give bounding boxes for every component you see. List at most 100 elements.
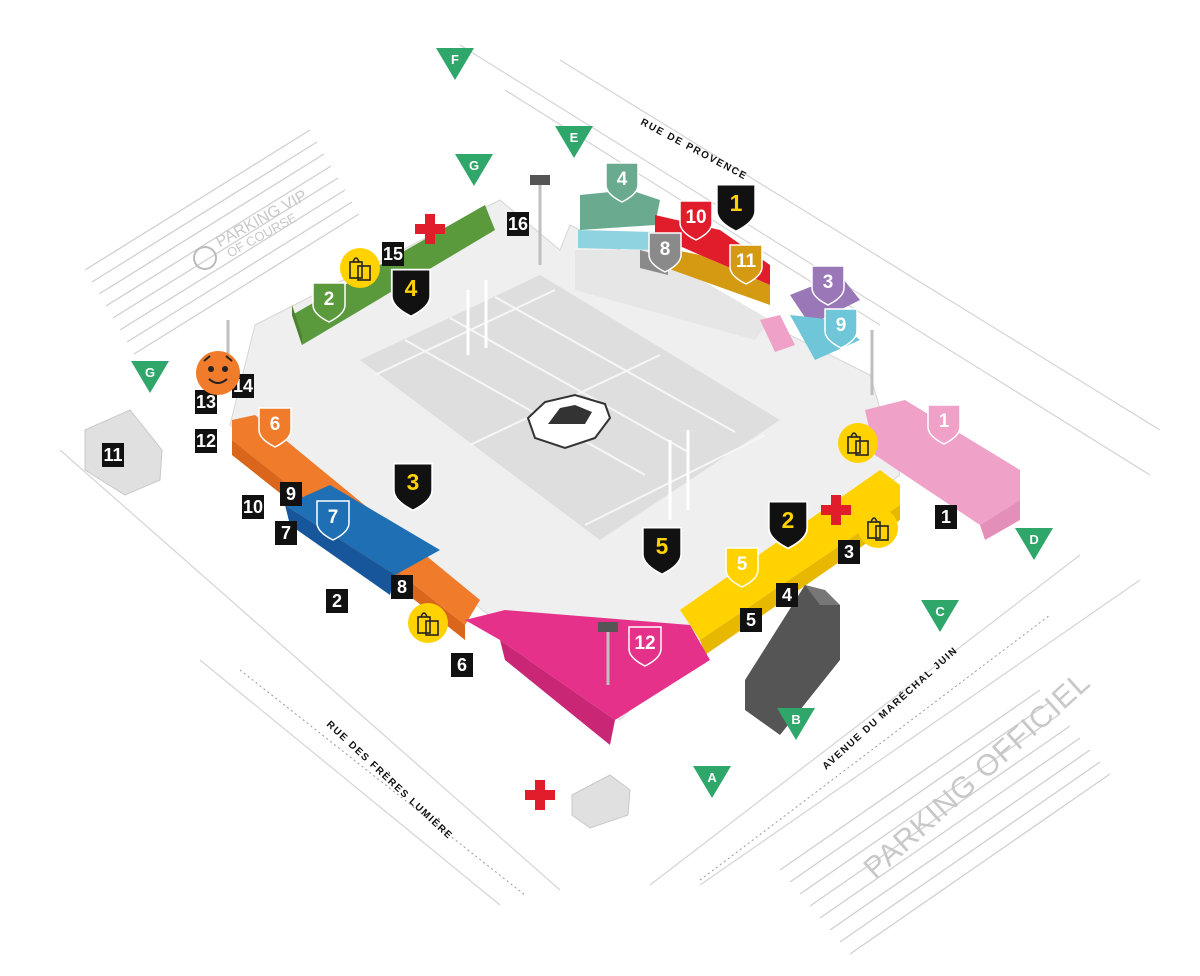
pitch-lines [374,289,766,526]
access-number-14: 4 [776,583,798,607]
gate-label: G [469,158,479,173]
building-dark-top [805,585,840,605]
access-number-label: 3 [844,542,854,562]
shop-bag-icon [408,603,448,643]
stand-pin-8[interactable]: 2 [767,500,809,550]
stand-pin-label: 5 [656,533,669,559]
stand-pin-label: 2 [324,289,335,310]
official-parking-stripes [779,689,1111,955]
gate-e-icon[interactable]: E [555,126,593,158]
access-number-label: 13 [196,392,216,412]
access-number-5: 11 [102,443,124,467]
stand-pin-10[interactable]: 5 [641,526,683,576]
stand-pin-label: 2 [782,507,795,533]
access-number-label: 6 [457,655,467,675]
stand-pin-16[interactable]: 4 [390,268,432,318]
access-number-0: 16 [507,212,529,236]
road-dotted-lines [239,614,1051,896]
stand-pin-label: 5 [737,554,748,575]
stand-magenta-side [500,640,615,745]
building-south [571,774,631,829]
access-number-10: 8 [391,575,413,599]
shop-bag-icon [858,508,898,548]
gate-b-icon[interactable]: B [777,708,815,740]
stand-pin-14[interactable]: 7 [316,500,350,541]
access-number-7: 9 [280,482,302,506]
gate-c-icon[interactable]: C [921,600,959,632]
gate-g-left-icon[interactable]: G [131,361,169,393]
stand-pin-9[interactable]: 5 [725,547,759,588]
shop-bag-icon [340,248,380,288]
stand-pin-label: 9 [836,315,847,336]
stand-pin-15[interactable]: 2 [312,282,346,323]
shop-bag-icon [838,423,878,463]
vip-parking-label: PARKING VIP OF COURSE [193,187,310,270]
gate-label: F [451,52,459,67]
stand-pin-label: 7 [328,507,339,528]
access-number-9: 2 [326,589,348,613]
gate-label: A [707,770,717,785]
stand-pin-6[interactable]: 9 [824,308,858,349]
stand-pin-13[interactable]: 6 [258,407,292,448]
stand-blue-side [285,505,395,595]
mascot-lion-icon [196,351,240,395]
gate-a-icon[interactable]: A [693,766,731,798]
stand-pin-4[interactable]: 11 [729,244,763,285]
access-number-label: 10 [243,497,263,517]
access-number-label: 11 [103,445,122,465]
access-number-label: 8 [397,577,407,597]
vip-parking-stripes [84,129,360,355]
stand-pin-label: 8 [660,239,671,260]
access-number-label: 15 [383,244,403,264]
first-aid-markers [415,214,851,810]
gate-label: B [791,712,800,727]
first-aid-icon [415,214,445,244]
gates: F E G G D C B A [131,48,1053,798]
gate-d-icon[interactable]: D [1015,528,1053,560]
stand-pin-2[interactable]: 10 [679,200,713,241]
stand-pin-11[interactable]: 12 [628,626,662,667]
stand-pin-label: 1 [730,190,743,216]
first-aid-icon [821,495,851,525]
access-number-6: 10 [242,495,264,519]
stand-pin-label: 1 [939,411,950,432]
access-number-label: 12 [196,431,216,451]
stand-pin-3[interactable]: 8 [648,232,682,273]
stand-pin-7[interactable]: 1 [927,404,961,445]
stand-pin-label: 6 [270,414,281,435]
floodlight-heads [530,175,618,632]
access-number-8: 7 [275,521,297,545]
stand-teal-top [580,190,660,230]
access-number-15: 5 [740,608,762,632]
access-number-label: 7 [281,523,291,543]
stand-pin-1[interactable]: 1 [715,183,757,233]
stand-pin-label: 3 [407,469,420,495]
stand-pin-label: 11 [736,251,757,272]
access-number-label: 4 [782,585,792,605]
access-number-11: 6 [451,653,473,677]
stand-pin-label: 12 [634,633,655,654]
access-number-1: 15 [382,242,404,266]
stand-green-side [292,305,302,345]
first-aid-icon [525,780,555,810]
gate-g-top-icon[interactable]: G [455,154,493,186]
access-number-4: 12 [195,429,217,453]
building-dark [745,585,840,735]
stand-pink-east [865,400,1020,525]
street-north: RUE DE PROVENCE [639,117,749,183]
access-number-3: 13 [195,390,217,414]
stand-pin-0[interactable]: 4 [605,162,639,203]
gate-label: G [145,365,155,380]
stand-pin-5[interactable]: 3 [811,265,845,306]
gate-f-icon[interactable]: F [436,48,474,80]
stand-lightblue-strip [578,230,655,250]
stand-pin-12[interactable]: 3 [392,462,434,512]
stand-pin-label: 3 [823,272,834,293]
stand-north-grey [575,250,770,340]
stand-pink-east-side [980,500,1020,540]
stand-pin-label: 10 [685,207,706,228]
stand-pink-small [760,315,795,352]
